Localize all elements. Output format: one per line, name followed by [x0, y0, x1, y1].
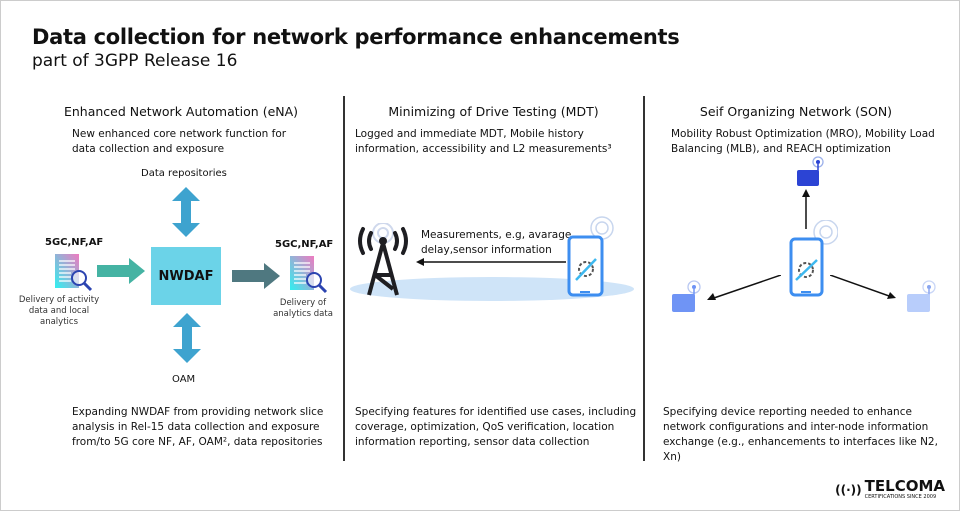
- ena-footer: Expanding NWDAF from providing network s…: [72, 406, 324, 448]
- router-icon: [797, 156, 824, 186]
- arrow-to-left-node-icon: [707, 275, 781, 300]
- output-target-label: 5GC,NF,AF: [275, 239, 334, 250]
- ena-intro: New enhanced core network function for d…: [72, 128, 287, 155]
- arrow-to-right-node-icon: [830, 275, 896, 299]
- son-heading: Seif Organizing Network (SON): [699, 104, 893, 119]
- cell-tower-icon: [358, 223, 408, 296]
- logo-tagline: CERTIFICATIONS SINCE 2009: [864, 494, 937, 500]
- output-caption: Delivery of analytics data: [273, 298, 333, 319]
- data-repositories-label: Data repositories: [141, 168, 227, 179]
- page-title: Data collection for network performance …: [32, 25, 680, 49]
- left-arrow-icon: [416, 258, 566, 266]
- router-icon: [907, 280, 936, 312]
- logo-name: TELCOMA: [864, 477, 945, 495]
- document-search-icon: [55, 254, 93, 292]
- up-arrow-icon: [802, 189, 810, 229]
- oam-label: OAM: [172, 374, 196, 385]
- signal-icon: ((·)): [835, 482, 862, 497]
- document-search-icon: [290, 256, 328, 294]
- divider: [343, 96, 345, 461]
- router-icon: [672, 280, 701, 312]
- page-subtitle: part of 3GPP Release 16: [32, 51, 238, 71]
- mdt-heading: Minimizing of Drive Testing (MDT): [388, 104, 599, 119]
- son-footer: Specifying device reporting needed to en…: [663, 406, 938, 463]
- mdt-intro: Logged and immediate MDT, Mobile history…: [355, 128, 612, 155]
- telcoma-logo: ((·)) TELCOMA CERTIFICATIONS SINCE 2009: [835, 477, 945, 501]
- measurements-label: Measurements, e.g, avarage delay,sensor …: [421, 229, 572, 256]
- smartphone-settings-icon: [567, 216, 614, 297]
- output-arrow-icon: [232, 263, 280, 289]
- mdt-footer: Specifying features for identified use c…: [355, 406, 637, 448]
- bidirectional-arrow-icon: [173, 313, 201, 363]
- bidirectional-arrow-icon: [172, 187, 200, 237]
- son-intro: Mobility Robust Optimization (MRO), Mobi…: [671, 128, 935, 155]
- smartphone-settings-icon: [789, 220, 838, 297]
- input-arrow-icon: [97, 258, 145, 284]
- input-source-label: 5GC,NF,AF: [45, 237, 104, 248]
- ena-heading: Enhanced Network Automation (eNA): [63, 104, 299, 119]
- input-caption: Delivery of activity data and local anal…: [18, 295, 100, 327]
- divider: [643, 96, 645, 461]
- nwdaf-box: NWDAF: [151, 247, 221, 305]
